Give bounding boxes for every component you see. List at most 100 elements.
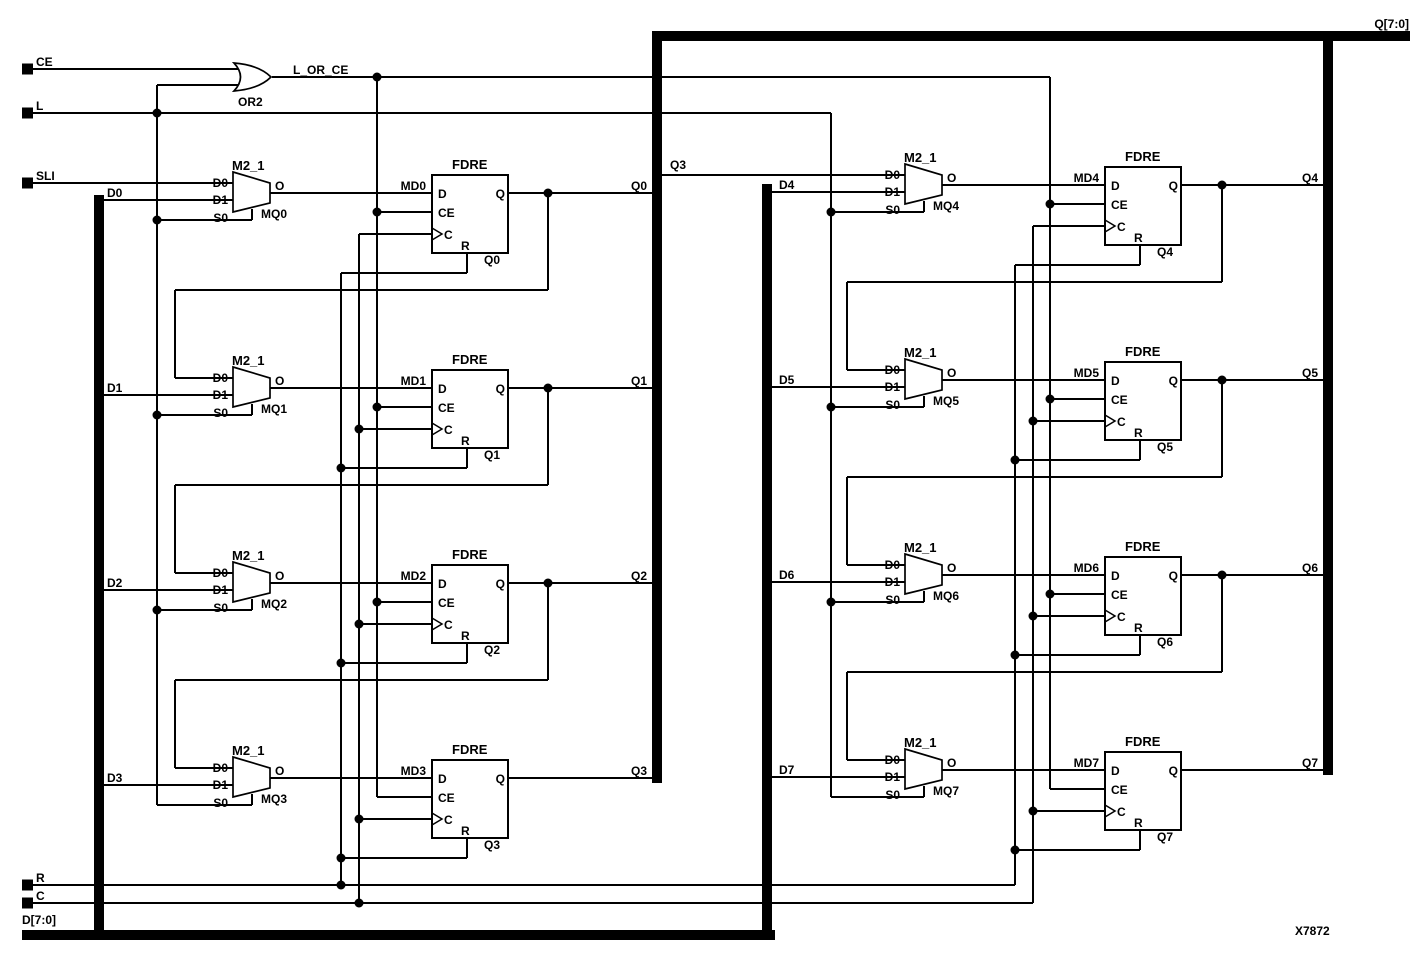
ff-pin-label-r: R: [461, 824, 470, 838]
mux-pin-label-d0: D0: [213, 761, 229, 775]
mux-type-label: M2_1: [232, 158, 265, 173]
mux-symbol: [904, 162, 943, 206]
port-label-sli: SLI: [36, 169, 55, 183]
ff-pin-label-ce: CE: [1111, 198, 1128, 212]
mux-symbol: [904, 357, 943, 401]
mux-type-label: M2_1: [904, 735, 937, 750]
ff-pin-label-c: C: [1117, 415, 1126, 429]
ff-pin-label-r: R: [1134, 426, 1143, 440]
port-label-r: R: [36, 871, 45, 885]
ff-pin-label-r: R: [1134, 621, 1143, 635]
junction-dot: [826, 207, 836, 217]
mux-type-label: M2_1: [904, 150, 937, 165]
ff-pin-label-d: D: [438, 382, 447, 396]
junction-dot: [372, 207, 382, 217]
ff-type-label: FDRE: [1125, 734, 1161, 749]
junction-dot: [354, 814, 364, 824]
mux-type-label: M2_1: [232, 548, 265, 563]
mux-pin-label-d1: D1: [213, 388, 229, 402]
ff-pin-label-d: D: [1111, 374, 1120, 388]
mux-pin-label-o: O: [947, 561, 956, 575]
net-label-d5: D5: [779, 373, 795, 387]
net-label-md2: MD2: [401, 569, 427, 583]
net-label-l-or-ce: L_OR_CE: [293, 63, 348, 77]
or2-type-label: OR2: [238, 95, 263, 109]
junction-dot: [152, 108, 162, 118]
ff-pin-label-ce: CE: [438, 596, 455, 610]
mux-type-label: M2_1: [232, 353, 265, 368]
ff-pin-label-ce: CE: [1111, 393, 1128, 407]
ff-pin-label-q: Q: [496, 187, 505, 201]
ff-pin-label-c: C: [1117, 220, 1126, 234]
ff-type-label: FDRE: [452, 742, 488, 757]
net-label-d6: D6: [779, 568, 795, 582]
ff-pin-label-d: D: [1111, 569, 1120, 583]
mux-pin-label-d1: D1: [885, 185, 901, 199]
mux-pin-label-d0: D0: [885, 168, 901, 182]
ff-instance-label: Q7: [1157, 830, 1173, 844]
net-label-md5: MD5: [1074, 366, 1100, 380]
mux-pin-label-o: O: [947, 171, 956, 185]
junction-dot: [372, 597, 382, 607]
mux-pin-label-o: O: [947, 756, 956, 770]
net-label-md1: MD1: [401, 374, 427, 388]
mux-pin-label-o: O: [275, 569, 284, 583]
input-pad-r: [22, 879, 33, 891]
mux-pin-label-d0: D0: [213, 566, 229, 580]
mux-symbol: [232, 755, 271, 799]
mux-pin-label-s0: S0: [213, 211, 228, 225]
net-label-md7: MD7: [1074, 756, 1100, 770]
ff-pin-label-d: D: [438, 772, 447, 786]
junction-dot: [354, 424, 364, 434]
net-label-md6: MD6: [1074, 561, 1100, 575]
ff-type-label: FDRE: [452, 157, 488, 172]
net-label-q6: Q6: [1302, 561, 1318, 575]
ff-symbol: [1104, 361, 1182, 441]
mux-pin-label-d0: D0: [885, 558, 901, 572]
junction-dot: [336, 880, 346, 890]
junction-dot: [336, 463, 346, 473]
junction-dot: [354, 898, 364, 908]
junction-dot: [1217, 375, 1227, 385]
ff-pin-label-q: Q: [1169, 764, 1178, 778]
net-label-md4: MD4: [1074, 171, 1100, 185]
ff-type-label: FDRE: [452, 547, 488, 562]
net-label-q0: Q0: [631, 179, 647, 193]
ff-pin-label-c: C: [444, 228, 453, 242]
ff-pin-label-c: C: [444, 618, 453, 632]
ff-pin-label-c: C: [444, 813, 453, 827]
clock-edge-mark-icon: [1104, 414, 1117, 428]
junction-dot: [1217, 570, 1227, 580]
net-label-q7: Q7: [1302, 756, 1318, 770]
ff-pin-label-ce: CE: [438, 401, 455, 415]
junction-dot: [152, 410, 162, 420]
mux-pin-label-d1: D1: [213, 778, 229, 792]
port-label-l: L: [36, 99, 43, 113]
mux-instance-label: MQ3: [261, 792, 287, 806]
junction-dot: [543, 578, 553, 588]
mux-symbol: [232, 560, 271, 604]
junction-dot: [1010, 455, 1020, 465]
mux-pin-label-s0: S0: [885, 398, 900, 412]
input-pad-c: [22, 897, 33, 909]
mux-pin-label-d1: D1: [885, 770, 901, 784]
mux-instance-label: MQ4: [933, 199, 959, 213]
junction-dot: [1217, 180, 1227, 190]
junction-dot: [152, 215, 162, 225]
ff-pin-label-q: Q: [1169, 179, 1178, 193]
ff-pin-label-r: R: [461, 434, 470, 448]
ff-pin-label-d: D: [438, 577, 447, 591]
ff-pin-label-r: R: [1134, 231, 1143, 245]
ff-pin-label-q: Q: [1169, 374, 1178, 388]
net-label-d0: D0: [107, 186, 123, 200]
ff-pin-label-ce: CE: [438, 791, 455, 805]
ff-instance-label: Q1: [484, 448, 500, 462]
ff-pin-label-d: D: [1111, 179, 1120, 193]
mux-symbol: [232, 365, 271, 409]
clock-edge-mark-icon: [431, 812, 444, 826]
mux-pin-label-s0: S0: [213, 406, 228, 420]
ff-type-label: FDRE: [452, 352, 488, 367]
ff-instance-label: Q4: [1157, 245, 1173, 259]
junction-dot: [543, 383, 553, 393]
input-pad-l: [22, 107, 33, 119]
